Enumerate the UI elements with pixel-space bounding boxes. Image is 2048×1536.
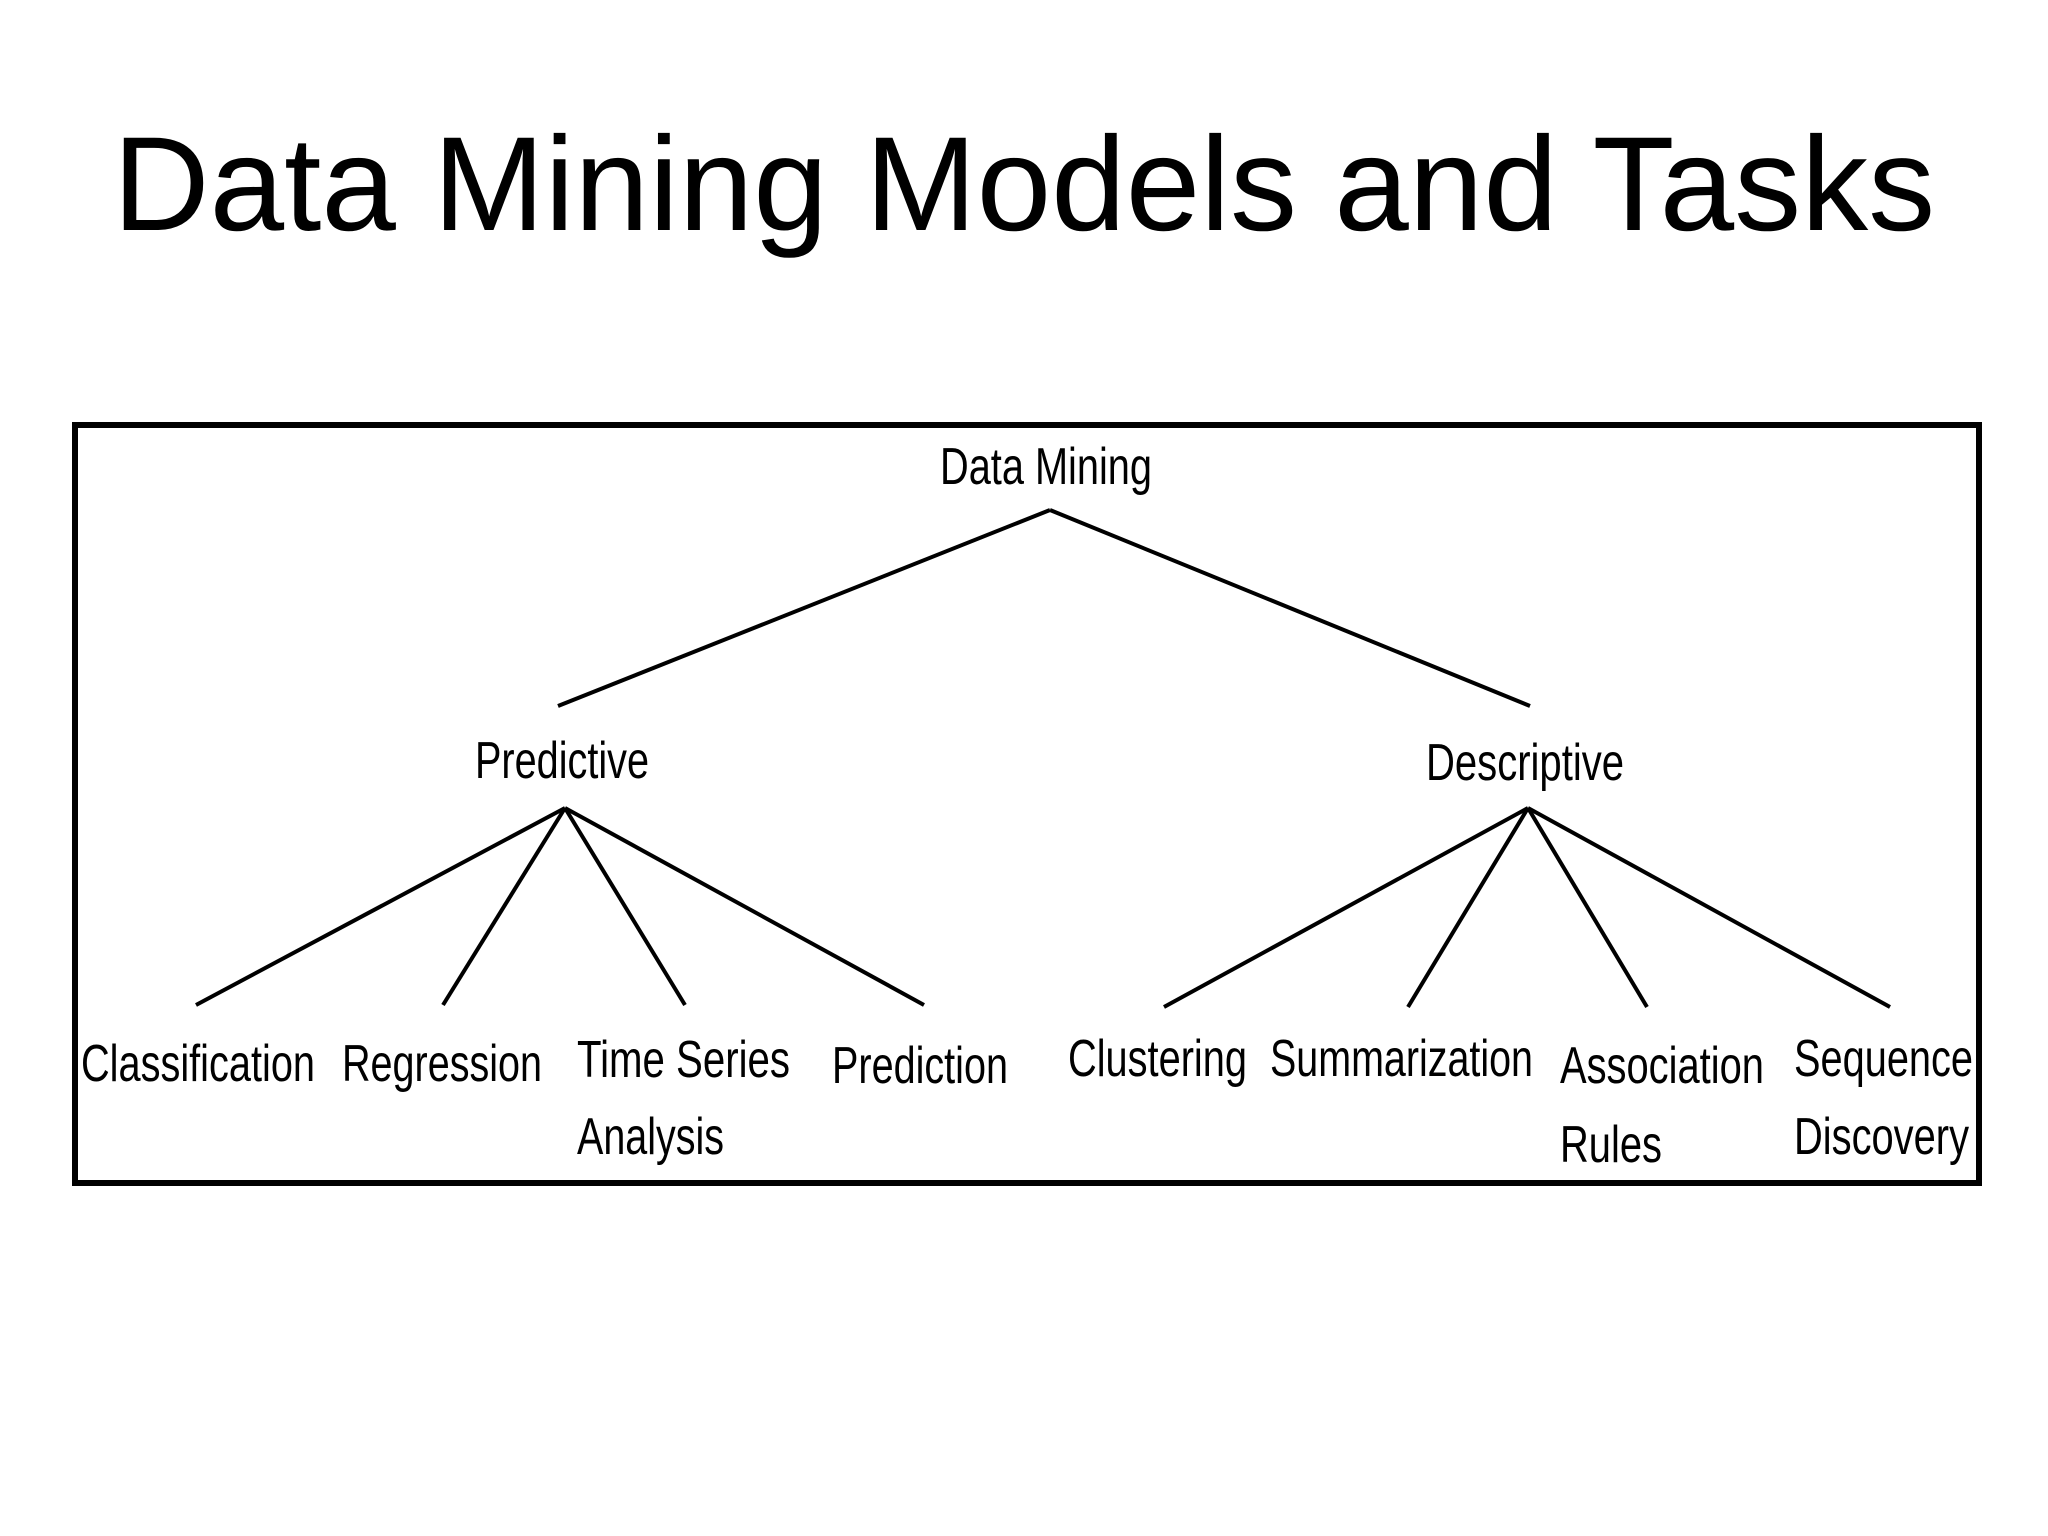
node-regression-label: Regression <box>342 1035 542 1093</box>
edge-root-descriptive <box>1049 508 1531 708</box>
edge-predictive-time-series <box>563 806 687 1007</box>
node-predictive-label: Predictive <box>475 732 649 790</box>
edge-descriptive-summarization <box>1406 806 1530 1009</box>
slide-title: Data Mining Models and Tasks <box>112 110 1936 259</box>
node-classification-label: Classification <box>81 1035 315 1093</box>
edge-descriptive-sequence <box>1527 806 1891 1009</box>
node-prediction-label: Prediction <box>832 1037 1008 1095</box>
node-summarization-label: Summarization <box>1270 1030 1533 1088</box>
node-descriptive-label: Descriptive <box>1426 734 1624 792</box>
edge-predictive-regression <box>441 806 567 1007</box>
node-time-series-label-line1: Time Series <box>577 1031 790 1089</box>
edge-root-predictive <box>557 508 1051 708</box>
diagram-frame <box>72 422 1982 1186</box>
edge-descriptive-clustering <box>1163 806 1529 1009</box>
edge-predictive-prediction <box>564 806 925 1007</box>
node-root-label: Data Mining <box>940 438 1152 496</box>
node-sequence-label-line1: Sequence <box>1794 1030 1973 1088</box>
node-time-series-label-line2: Analysis <box>577 1108 724 1166</box>
node-association-label-line1: Association <box>1560 1037 1764 1095</box>
node-association-label-line2: Rules <box>1560 1116 1662 1174</box>
node-sequence-label-line2: Discovery <box>1794 1108 1969 1166</box>
node-clustering-label: Clustering <box>1068 1030 1247 1088</box>
edge-predictive-classification <box>195 806 566 1007</box>
edge-descriptive-association <box>1526 806 1649 1009</box>
